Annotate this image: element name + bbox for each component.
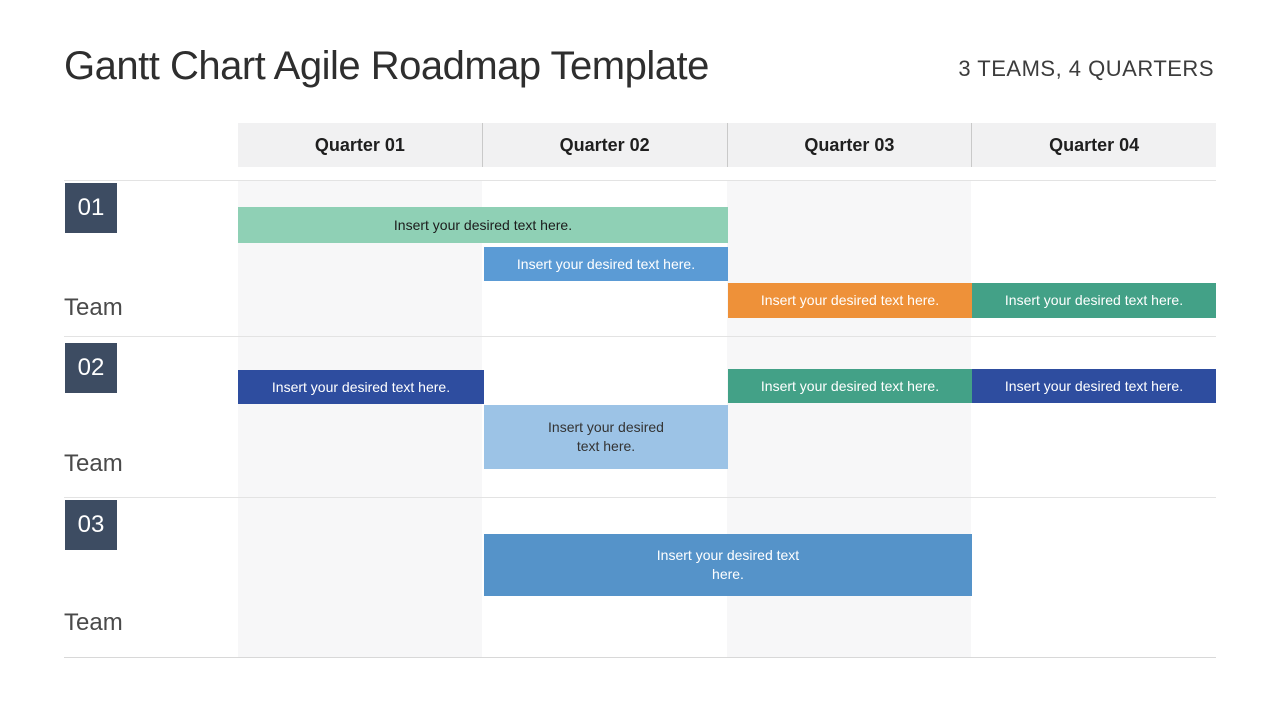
gantt-bar-label: Insert your desired text [656,547,800,563]
gantt-bar-team2-q4: Insert your desired text here. [972,369,1216,403]
gantt-bar-label: Insert your desired [548,419,664,435]
page-title: Gantt Chart Agile Roadmap Template [64,44,709,88]
team-number-badge-02: 02 [65,343,117,393]
teams-quarters-caption: 3 TEAMS, 4 QUARTERS [958,56,1214,81]
quarter-header-cell-3: Quarter 03 [728,123,973,167]
row-divider [64,497,1216,498]
gantt-bar-team1-q1q2: Insert your desired text here. [238,207,728,243]
column-stripe-q1 [238,181,482,657]
gantt-bar-team3-q2q3: Insert your desired text here. [484,534,972,596]
row-divider [64,180,1216,181]
quarter-header-cell-4: Quarter 04 [1049,134,1140,155]
row-divider [64,336,1216,337]
gantt-bar-label: Insert your desired text here. [1004,292,1184,308]
gantt-bar-team1-q4: Insert your desired text here. [972,283,1216,318]
gantt-bar-team1-q2: Insert your desired text here. [484,247,728,281]
gantt-bar-team2-q2: Insert your desired text here. [484,405,728,469]
team-label-03: Team [64,609,123,636]
gantt-bar-label: text here. [576,438,636,454]
team-number-badge-01: 01 [65,183,117,233]
gantt-bar-label: Insert your desired text here. [1004,377,1184,394]
team-number-badge-03: 03 [65,500,117,550]
gantt-bar-label: Insert your desired text here. [271,378,451,395]
gantt-bar-team1-q3: Insert your desired text here. [728,283,972,318]
gantt-bar-label: Insert your desired text here. [516,255,696,272]
gantt-bar-label: Insert your desired text here. [760,292,940,308]
gantt-bar-label: Insert your desired text here. [760,377,940,394]
quarter-header-cell-1: Quarter 01 [238,123,483,167]
gantt-bar-team2-q1: Insert your desired text here. [238,370,484,404]
team-label-01: Team [64,294,123,321]
gantt-bar-label: here. [712,566,744,582]
gantt-bar-team2-q3: Insert your desired text here. [728,369,972,403]
quarter-header-cell-2: Quarter 02 [483,123,728,167]
gantt-bar-label: Insert your desired text here. [393,216,573,233]
quarter-header: Quarter 01 Quarter 02 Quarter 03 Quarter… [238,123,1216,167]
bottom-divider [64,657,1216,658]
team-label-02: Team [64,450,123,477]
